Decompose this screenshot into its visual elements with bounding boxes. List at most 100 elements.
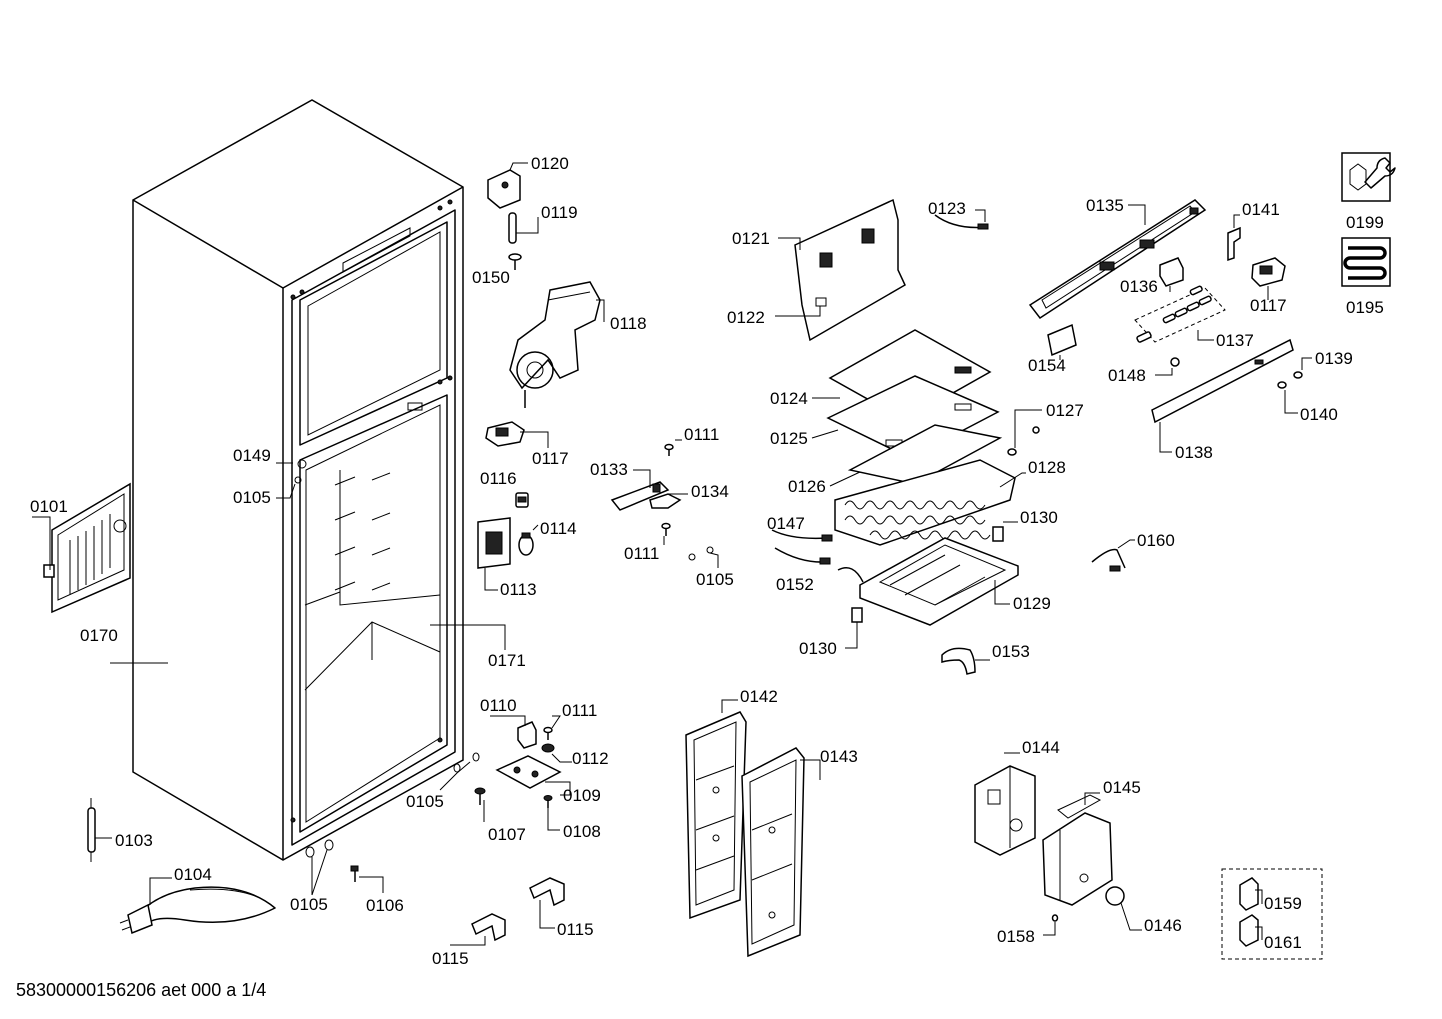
part-0121-evaporator-cover [778, 198, 906, 342]
label-0119: 0119 [541, 203, 578, 222]
label-0148: 0148 [1108, 366, 1146, 385]
part-0139-screw [1293, 357, 1312, 379]
part-0101-compressor-cover [32, 482, 131, 614]
label-0106: 0106 [366, 896, 404, 915]
part-0117-door-switch-b [1251, 257, 1286, 300]
part-0138-trim-strip [1151, 338, 1294, 453]
label-0101: 0101 [30, 497, 68, 516]
part-0159-0161-kit [1221, 868, 1323, 960]
part-0113-lamp-cover [477, 517, 511, 591]
label-0139: 0139 [1315, 349, 1353, 368]
label-0112: 0112 [572, 749, 609, 768]
part-0111-screw-b [661, 522, 671, 545]
part-0148-knob [1170, 357, 1180, 367]
label-0133: 0133 [590, 460, 628, 479]
label-0144: 0144 [1022, 738, 1060, 757]
label-0150: 0150 [472, 268, 510, 287]
label-0152: 0152 [776, 575, 814, 594]
part-0135-control-housing [1028, 199, 1207, 320]
part-0118-fan-housing [509, 281, 605, 408]
part-0112-washer [541, 743, 572, 763]
label-0159: 0159 [1264, 894, 1302, 913]
label-0140: 0140 [1300, 405, 1338, 424]
label-0122: 0122 [727, 308, 765, 327]
label-0113: 0113 [500, 580, 537, 599]
label-0117-a: 0117 [532, 449, 569, 468]
label-0158: 0158 [997, 927, 1035, 946]
part-0147-heater-wire [771, 529, 833, 542]
label-0137: 0137 [1216, 331, 1254, 350]
part-0116-lamp-holder [515, 492, 529, 508]
label-0107: 0107 [488, 825, 526, 844]
label-0171: 0171 [488, 651, 526, 670]
label-0128: 0128 [1028, 458, 1066, 477]
label-0126: 0126 [788, 477, 826, 496]
part-0117-door-switch-a [485, 421, 549, 448]
label-0105-d: 0105 [696, 570, 734, 589]
part-0148-button [1136, 331, 1173, 376]
part-0119-hinge-pin [508, 212, 539, 244]
part-0145-light-housing [1042, 792, 1113, 906]
part-0130-clip-b [845, 607, 863, 649]
label-0108: 0108 [563, 822, 601, 841]
label-0149: 0149 [233, 446, 271, 465]
label-0111-b: 0111 [624, 544, 659, 563]
label-0129: 0129 [1013, 594, 1051, 613]
label-0199: 0199 [1346, 213, 1384, 232]
label-0104: 0104 [174, 865, 212, 884]
label-0130-a: 0130 [1020, 508, 1058, 527]
part-0153-drain-tube [941, 647, 990, 675]
part-0134-clip [649, 493, 688, 509]
part-0109-hinge-plate [495, 755, 571, 796]
part-0122-sensor-clip [775, 306, 821, 317]
label-0135: 0135 [1086, 196, 1124, 215]
part-0123-wire [934, 209, 989, 230]
part-0105-washers-right [688, 546, 719, 568]
part-0110-bracket [490, 715, 537, 749]
part-0141-clip [1227, 214, 1241, 262]
part-0158-screw [1043, 914, 1059, 936]
label-0105-b: 0105 [290, 895, 328, 914]
part-0111-screw-a [664, 439, 682, 456]
label-0138: 0138 [1175, 443, 1213, 462]
part-0106-screw [350, 865, 384, 893]
label-0127: 0127 [1046, 401, 1084, 420]
label-0120: 0120 [531, 154, 569, 173]
part-0137-buttons [1134, 285, 1226, 343]
label-0111-c: 0111 [562, 701, 597, 720]
part-0127-screw [1007, 409, 1042, 456]
part-0120-hinge [487, 162, 528, 209]
part-0108-screw [543, 795, 560, 831]
label-0105-c: 0105 [406, 792, 444, 811]
document-id: 58300000156206 aet 000 a 1/4 [16, 980, 267, 1000]
label-0111-a: 0111 [684, 425, 719, 444]
part-0115-bracket-a [450, 913, 506, 946]
part-0128-evaporator [834, 459, 1026, 546]
label-0160: 0160 [1137, 531, 1175, 550]
part-0146-knob [1105, 886, 1142, 931]
part-0111-screw-c [543, 715, 561, 740]
part-0107-bolt [474, 787, 486, 822]
part-0115-bracket-b [529, 877, 565, 929]
heating-coil-icon [1341, 237, 1391, 287]
cabinet-body [110, 99, 506, 861]
part-0160-sensor [1091, 539, 1135, 572]
label-0153: 0153 [992, 642, 1030, 661]
label-0110: 0110 [480, 696, 517, 715]
label-0134: 0134 [691, 482, 729, 501]
part-0154-cover [1047, 323, 1077, 360]
part-0104-power-cord [119, 877, 276, 935]
label-0136: 0136 [1120, 277, 1158, 296]
label-0121: 0121 [732, 229, 770, 248]
part-0133-bracket [610, 469, 670, 511]
part-0103-filter-drier [87, 798, 112, 862]
label-0154: 0154 [1028, 356, 1066, 375]
label-0145: 0145 [1103, 778, 1141, 797]
label-0109: 0109 [563, 786, 601, 805]
label-0142: 0142 [740, 687, 778, 706]
part-0126-insulation [829, 424, 1003, 487]
wrench-nut-icon [1341, 152, 1396, 202]
label-0103: 0103 [115, 831, 153, 850]
part-0143-door-liner [741, 747, 821, 958]
part-0149-0105-small-screws [276, 459, 307, 499]
